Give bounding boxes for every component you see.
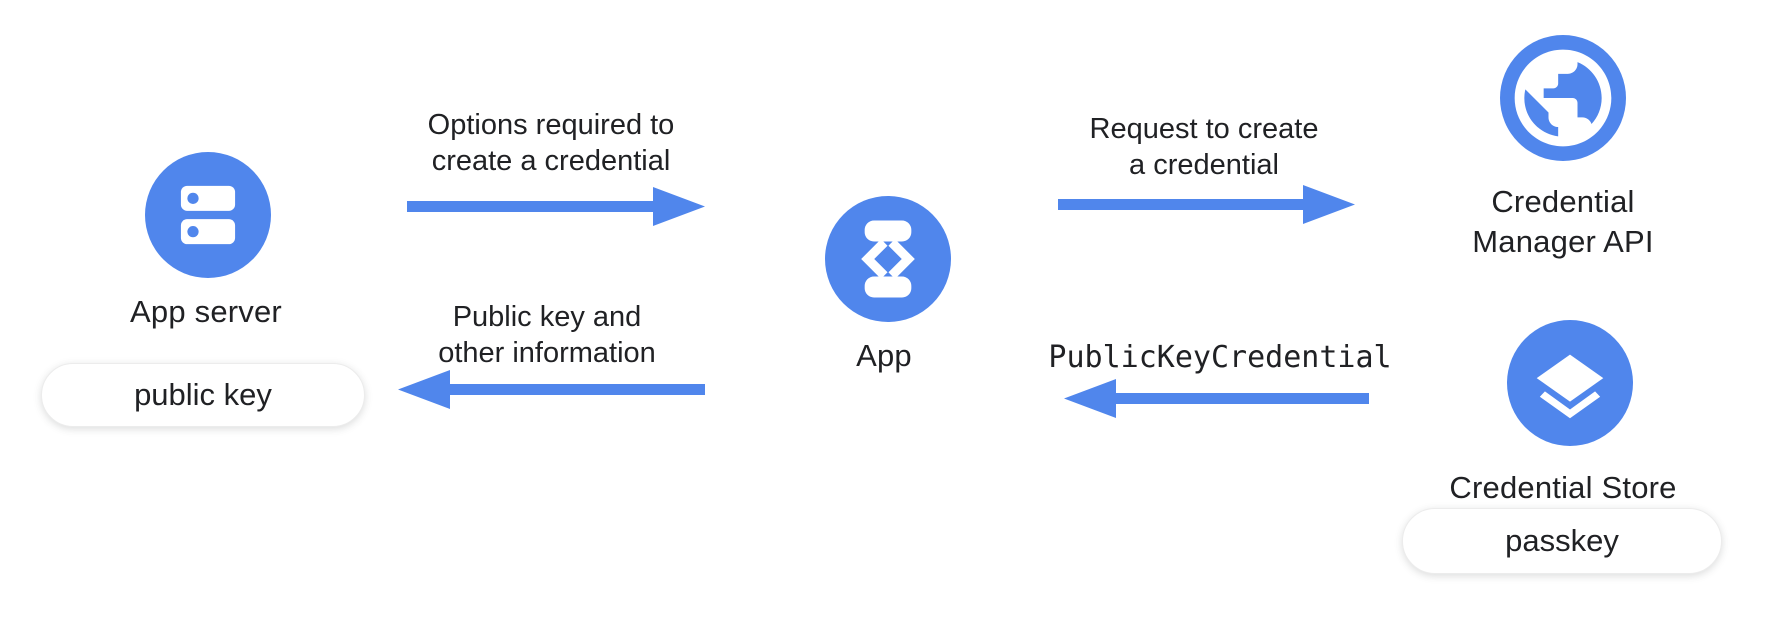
credential-store-circle [1507,320,1633,446]
request-create-arrow-label: Request to create a credential [1044,111,1364,183]
credential-manager-api-circle [1500,35,1626,161]
app-circle [825,196,951,322]
request-create-arrow-right [1058,185,1355,224]
public-key-credential-arrow-left [1064,379,1369,418]
credential-store-label: Credential Store [1449,470,1677,505]
phone-code-icon [861,220,915,298]
public-key-info-label-line1: Public key and [452,301,642,333]
public-key-info-label-line2: other information [438,337,656,369]
credential-manager-api-label-line1: Credential [1491,184,1635,219]
app-server-label: App server [130,294,282,329]
request-create-label-line1: Request to create [1089,113,1319,145]
passkey-pill: passkey [1402,508,1722,574]
public-key-credential-label: PublicKeyCredential [1048,340,1392,375]
globe-icon [1514,49,1612,147]
request-create-label-line2: a credential [1129,149,1279,181]
credential-manager-api-label: Credential Manager API [1413,182,1713,262]
credential-manager-api-label-line2: Manager API [1472,224,1654,259]
options-arrow-label-line2: create a credential [431,145,671,177]
public-key-pill: public key [41,363,365,427]
public-key-info-arrow-label: Public key and other information [387,299,707,371]
options-arrow-label-line1: Options required to [427,109,675,141]
server-icon [180,185,236,245]
app-server-circle [145,152,271,278]
app-label: App [856,338,912,373]
public-key-info-arrow-left [398,370,705,409]
layers-icon [1536,354,1604,419]
options-arrow-right [407,187,705,226]
options-arrow-label: Options required to create a credential [391,107,711,179]
